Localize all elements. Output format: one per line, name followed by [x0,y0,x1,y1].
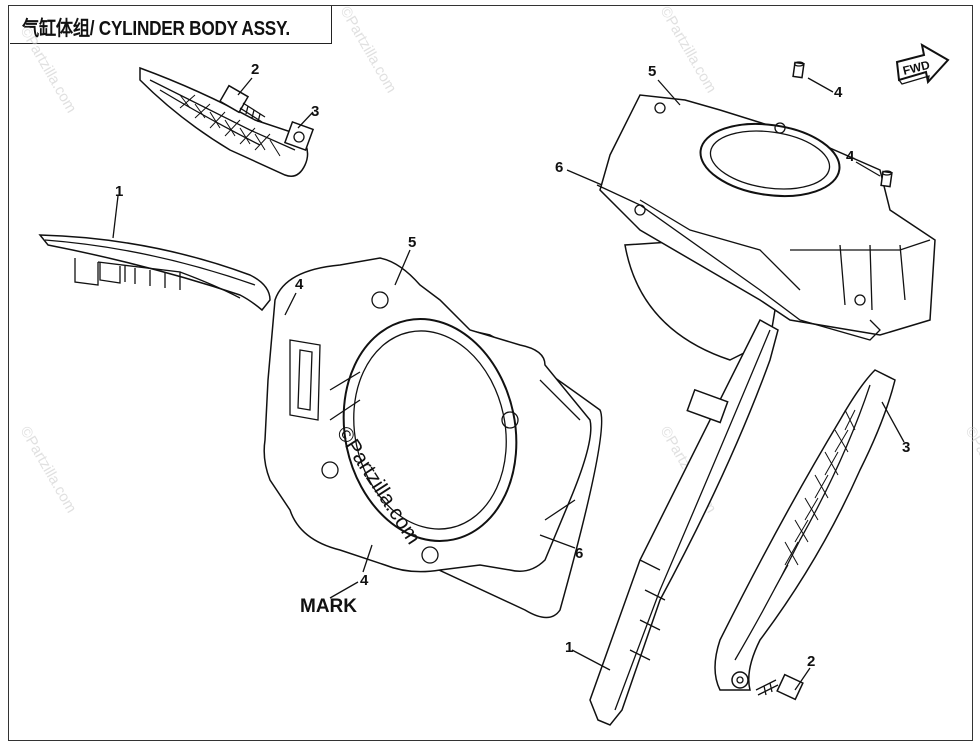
callout-4-right-b: 4 [846,148,855,165]
bolt-bottom [755,673,804,701]
page-title: 气缸体组/ CYLINDER BODY ASSY. [22,18,290,40]
dowel-pin-right-a [792,61,805,79]
callout-4-right-a: 4 [834,84,843,101]
diagram-frame [8,5,973,741]
leader-lines [112,77,905,691]
callout-5-center: 5 [408,234,416,251]
watermark-text: ©Partzilla.com [17,424,80,516]
callout-3-right: 3 [902,439,910,456]
watermark-text: ©Partzilla.com [962,424,980,516]
callout-4-left: 4 [295,276,304,293]
callouts: 2 3 1 4 5 4 6 5 4 4 6 3 1 2 MARK [115,61,910,670]
watermark-text: ©Partzilla.com [657,4,720,96]
dowel-pin-right-b [880,170,893,188]
cylinder-gasket-right [596,184,881,341]
title-box: 气缸体组/ CYLINDER BODY ASSY. [10,6,332,44]
watermark-text: ©Partzilla.com [17,24,80,116]
callout-2-bottom: 2 [807,653,815,670]
callout-2-top: 2 [251,61,259,78]
cylinder-body-right [599,94,936,361]
fwd-label: FWD [901,58,931,78]
callout-1-top: 1 [115,183,123,200]
callout-6-center: 6 [575,545,583,562]
callout-1-bottom: 1 [565,639,573,656]
callout-4-bottom: 4 [360,572,369,589]
fwd-arrow-icon: FWD [895,43,950,85]
chain-guide-left [38,234,271,312]
cylinder-flange-center [263,257,592,573]
callout-6-right: 6 [555,159,563,176]
chain-guide-right [589,318,779,726]
bolt-top [218,84,266,123]
mark-label: MARK [300,596,357,617]
tensioner-guide-top [139,66,315,177]
callout-3-top: 3 [311,103,319,120]
tensioner-guide-right [714,369,896,691]
callout-5-right: 5 [648,63,656,80]
watermark-text: ©Partzilla.com [337,4,400,96]
